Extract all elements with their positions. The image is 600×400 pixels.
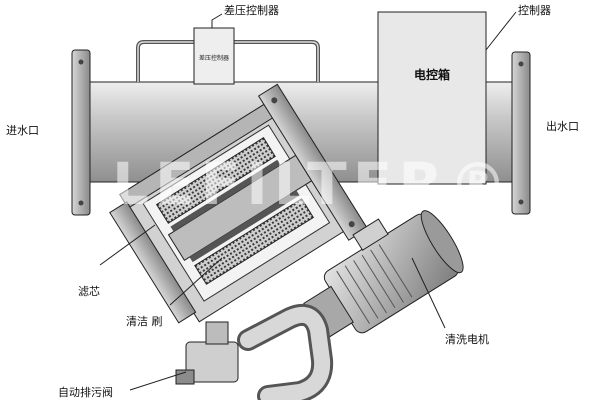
control-box-label: 电控箱 [414, 68, 451, 82]
label-cleaning-brush: 清洁 刷 [126, 315, 163, 328]
dp-controller-box-text: 差压控制器 [199, 55, 230, 62]
label-outlet: 出水口 [546, 120, 579, 133]
leader-lines [99, 11, 517, 391]
dp-controller-box [193, 27, 235, 85]
label-inlet: 进水口 [6, 124, 39, 137]
filter-housing [109, 83, 369, 324]
inlet-flange [71, 49, 91, 216]
watermark-logo: LEFILTER® [112, 150, 513, 218]
label-dp-controller: 差压控制器 [224, 4, 279, 17]
control-box [377, 11, 487, 185]
label-controller: 控制器 [518, 4, 551, 17]
outlet-flange [511, 51, 531, 215]
label-auto-drain-valve: 自动排污阀 [58, 386, 113, 399]
motor [303, 210, 464, 340]
label-filter-element: 滤芯 [78, 285, 100, 298]
label-cleaning-motor: 清洗电机 [445, 333, 489, 346]
filter-mesh [155, 137, 276, 224]
